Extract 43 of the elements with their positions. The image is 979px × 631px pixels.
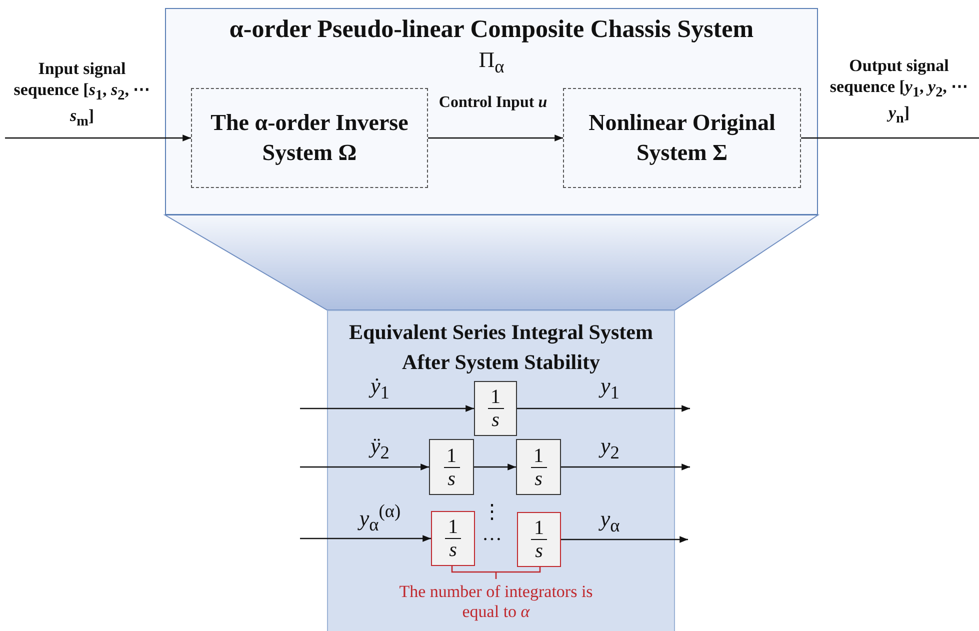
system-panel [327, 310, 675, 631]
block-label: Nonlinear Original System Σ [588, 109, 776, 167]
arrow [300, 464, 429, 470]
system-block [563, 88, 801, 188]
annotation-note: The number of integrators is equal to α [398, 582, 594, 623]
denominator: s [490, 409, 500, 431]
edge-label: Output signal sequence [y$_{1}$, y$_{2}$, ⋯ y$_{n}$] [828, 55, 970, 128]
horizontal-ellipsis: … [481, 522, 503, 546]
edge-label: y$_{2}$ [598, 432, 620, 464]
vertical-ellipsis: ⋮ [482, 500, 502, 524]
denominator: s [446, 468, 456, 490]
arrow [561, 536, 688, 543]
arrow [300, 535, 431, 542]
numerator: 1 [444, 444, 460, 468]
integrator-block [474, 381, 517, 436]
connector-line [801, 137, 979, 139]
edge-label: y$_{1}$ [598, 373, 620, 404]
arrow [428, 134, 563, 142]
arrow [474, 464, 516, 470]
numerator: 1 [488, 386, 504, 409]
integrator-block [431, 511, 475, 566]
block-label: The α-order Inverse System Ω [210, 109, 410, 167]
numerator: 1 [445, 516, 461, 539]
edge-label: ÿ$_{2}$ [368, 432, 390, 464]
edge-label: Control Input u [438, 93, 548, 113]
integrator-block [516, 439, 561, 495]
integrator-block [517, 512, 561, 567]
arrow [561, 464, 690, 470]
system-panel [165, 8, 818, 215]
denominator: s [448, 539, 458, 561]
edge-label: y$_{α}$ [598, 505, 621, 538]
denominator: s [534, 540, 544, 562]
numerator: 1 [530, 444, 546, 468]
panel-title: α-order Pseudo-linear Composite Chassis System [228, 15, 755, 45]
panel-symbol: Π$_{α}$ [478, 47, 506, 78]
integrator-block [429, 439, 474, 495]
denominator: s [534, 468, 544, 490]
arrow [517, 405, 690, 412]
numerator: 1 [531, 517, 547, 540]
edge-label: Input signal sequence [s$_{1}$, s$_{2}$, ⋯ s$_{m}$] [12, 58, 152, 132]
arrow [5, 134, 191, 142]
system-block [191, 88, 428, 188]
arrow [300, 405, 474, 412]
